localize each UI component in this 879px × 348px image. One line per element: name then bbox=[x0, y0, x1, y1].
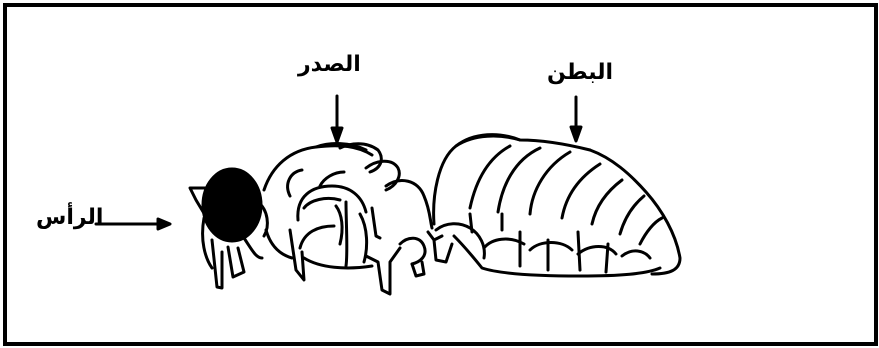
thorax-label: الصدر bbox=[298, 52, 361, 77]
insect-thorax bbox=[264, 144, 432, 294]
thorax-arrow bbox=[332, 96, 342, 142]
head-arrow bbox=[96, 219, 170, 229]
insect-abdomen bbox=[428, 135, 680, 276]
head-label: الرأس bbox=[36, 205, 103, 230]
insect-head bbox=[190, 169, 267, 288]
abdomen-label: البطن bbox=[547, 60, 613, 85]
abdomen-arrow bbox=[571, 97, 581, 141]
